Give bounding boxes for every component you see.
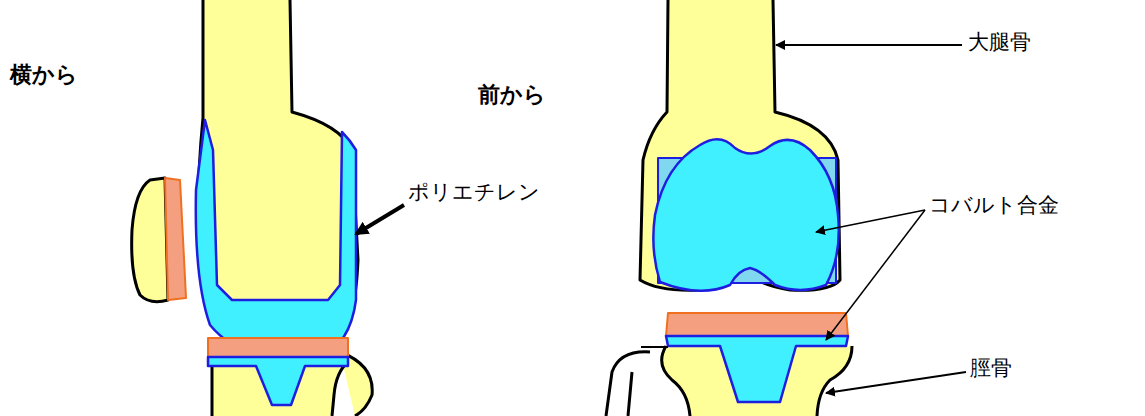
tibial-tray-side <box>208 357 348 405</box>
tibial-tray-front <box>666 336 848 402</box>
fibula-front <box>606 352 650 416</box>
view-title: 横から <box>10 62 78 88</box>
femoral-component-front <box>653 139 838 291</box>
leader-arrow <box>826 210 925 340</box>
femoral-component-side <box>196 120 356 356</box>
femur-front <box>640 0 840 290</box>
part-label: 脛骨 <box>970 356 1012 381</box>
part-label: コバルト合金 <box>929 193 1059 218</box>
leader-arrow <box>826 372 966 393</box>
leader-arrow <box>356 205 404 234</box>
part-label: ポリエチレン <box>408 180 540 205</box>
leader-arrow <box>776 44 962 46</box>
view-title: 前から <box>478 82 546 108</box>
patella <box>132 178 168 302</box>
leader-arrow <box>816 210 925 232</box>
polyethylene-front <box>666 313 848 336</box>
polyethylene-side <box>208 338 348 357</box>
part-label: 大腿骨 <box>968 30 1031 55</box>
tray-edge-line <box>641 346 668 348</box>
patella-button <box>165 178 186 300</box>
